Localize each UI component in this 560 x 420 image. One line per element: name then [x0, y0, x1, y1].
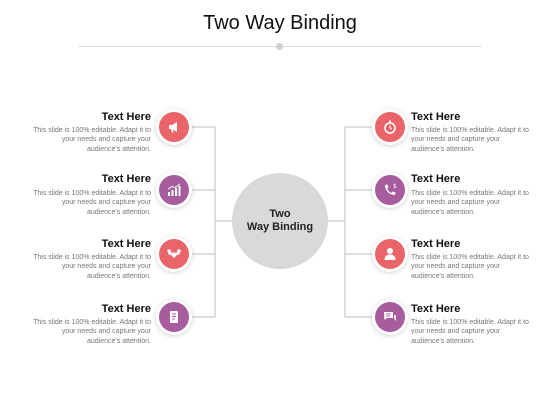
left-bracket — [188, 126, 232, 318]
center-label-line2: Way Binding — [246, 221, 314, 233]
right-item-2-title: Text Here — [411, 173, 461, 185]
title-divider-dot — [276, 43, 283, 50]
left-item-1-desc: This slide is 100% editable. Adapt it to… — [33, 127, 151, 153]
person-icon — [375, 239, 405, 269]
bar-chart-icon — [159, 175, 189, 205]
left-item-4-title: Text Here — [101, 303, 151, 315]
right-item-1-title: Text Here — [411, 111, 461, 123]
center-hub: Two Way Binding — [232, 173, 328, 269]
page-title: Two Way Binding — [203, 12, 357, 34]
right-item-2-desc: This slide is 100% editable. Adapt it to… — [411, 190, 529, 216]
megaphone-icon — [159, 112, 189, 142]
right-item-3-title: Text Here — [411, 238, 461, 250]
left-item-2-title: Text Here — [101, 173, 151, 185]
chat-icon — [375, 302, 405, 332]
left-item-3-desc: This slide is 100% editable. Adapt it to… — [33, 254, 151, 280]
stopwatch-icon — [375, 112, 405, 142]
handshake-icon — [159, 239, 189, 269]
right-item-1-desc: This slide is 100% editable. Adapt it to… — [411, 127, 529, 153]
right-item-3-desc: This slide is 100% editable. Adapt it to… — [411, 254, 529, 280]
right-item-4-desc: This slide is 100% editable. Adapt it to… — [411, 319, 529, 345]
right-bracket — [328, 126, 372, 318]
right-item-4-title: Text Here — [411, 303, 461, 315]
left-item-1-title: Text Here — [101, 111, 151, 123]
left-item-2-desc: This slide is 100% editable. Adapt it to… — [33, 190, 151, 216]
document-icon — [159, 302, 189, 332]
phone-dollar-icon: $ — [375, 175, 405, 205]
svg-text:$: $ — [393, 183, 397, 190]
left-item-4-desc: This slide is 100% editable. Adapt it to… — [33, 319, 151, 345]
center-label: Two Way Binding — [240, 208, 320, 234]
center-label-line1: Two — [269, 208, 291, 220]
left-item-3-title: Text Here — [101, 238, 151, 250]
